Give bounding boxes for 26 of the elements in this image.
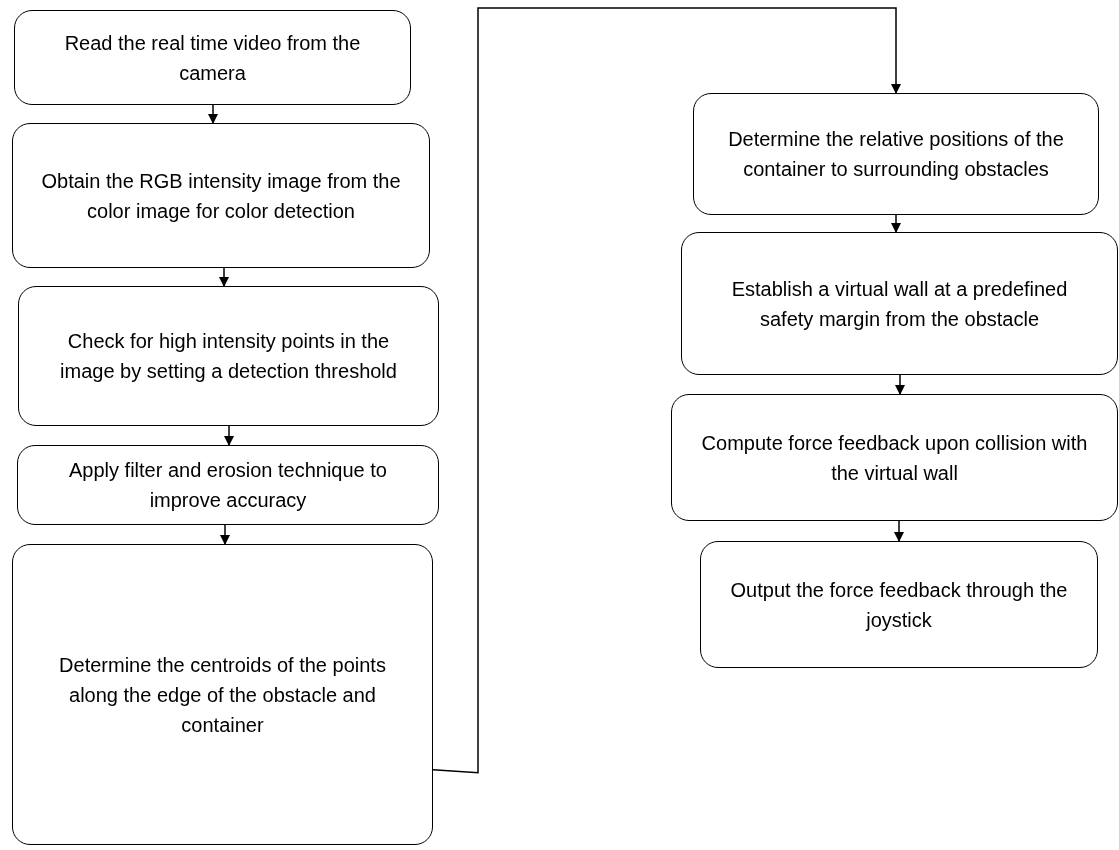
arrow [208,104,218,124]
step-text: Apply filter and erosion technique to improve accuracy [68,458,388,513]
process-box [17,445,439,525]
process-box [693,93,1099,215]
process-box [12,544,433,845]
process-box [14,10,411,105]
step-text: Determine the centroids of the points along the edge of the obstacle and container [58,652,387,738]
step-text: Obtain the RGB intensity image from the color image for color detection [40,168,402,224]
process-box [671,394,1118,521]
process-box [681,232,1118,375]
step-text: Read the real time video from the camera [63,30,362,86]
arrow [219,267,229,287]
arrow [432,7,901,774]
step-text: Establish a virtual wall at a predefined safety margin from the obstacle [730,276,1069,332]
process-box [18,286,439,426]
process-box [700,541,1098,668]
arrow [224,425,234,446]
step-text: Compute force feedback upon collision with the virtual wall [700,430,1089,486]
step-text: Check for high intensity points in the image by setting a detection threshold [59,329,398,384]
process-box [12,123,430,268]
step-text: Determine the relative positions of the container to surrounding obstacles [727,127,1065,182]
arrow [894,520,904,542]
arrow [891,214,901,233]
arrow [220,524,230,545]
step-text: Output the force feedback through the joystick [729,577,1069,633]
arrow [895,374,905,395]
